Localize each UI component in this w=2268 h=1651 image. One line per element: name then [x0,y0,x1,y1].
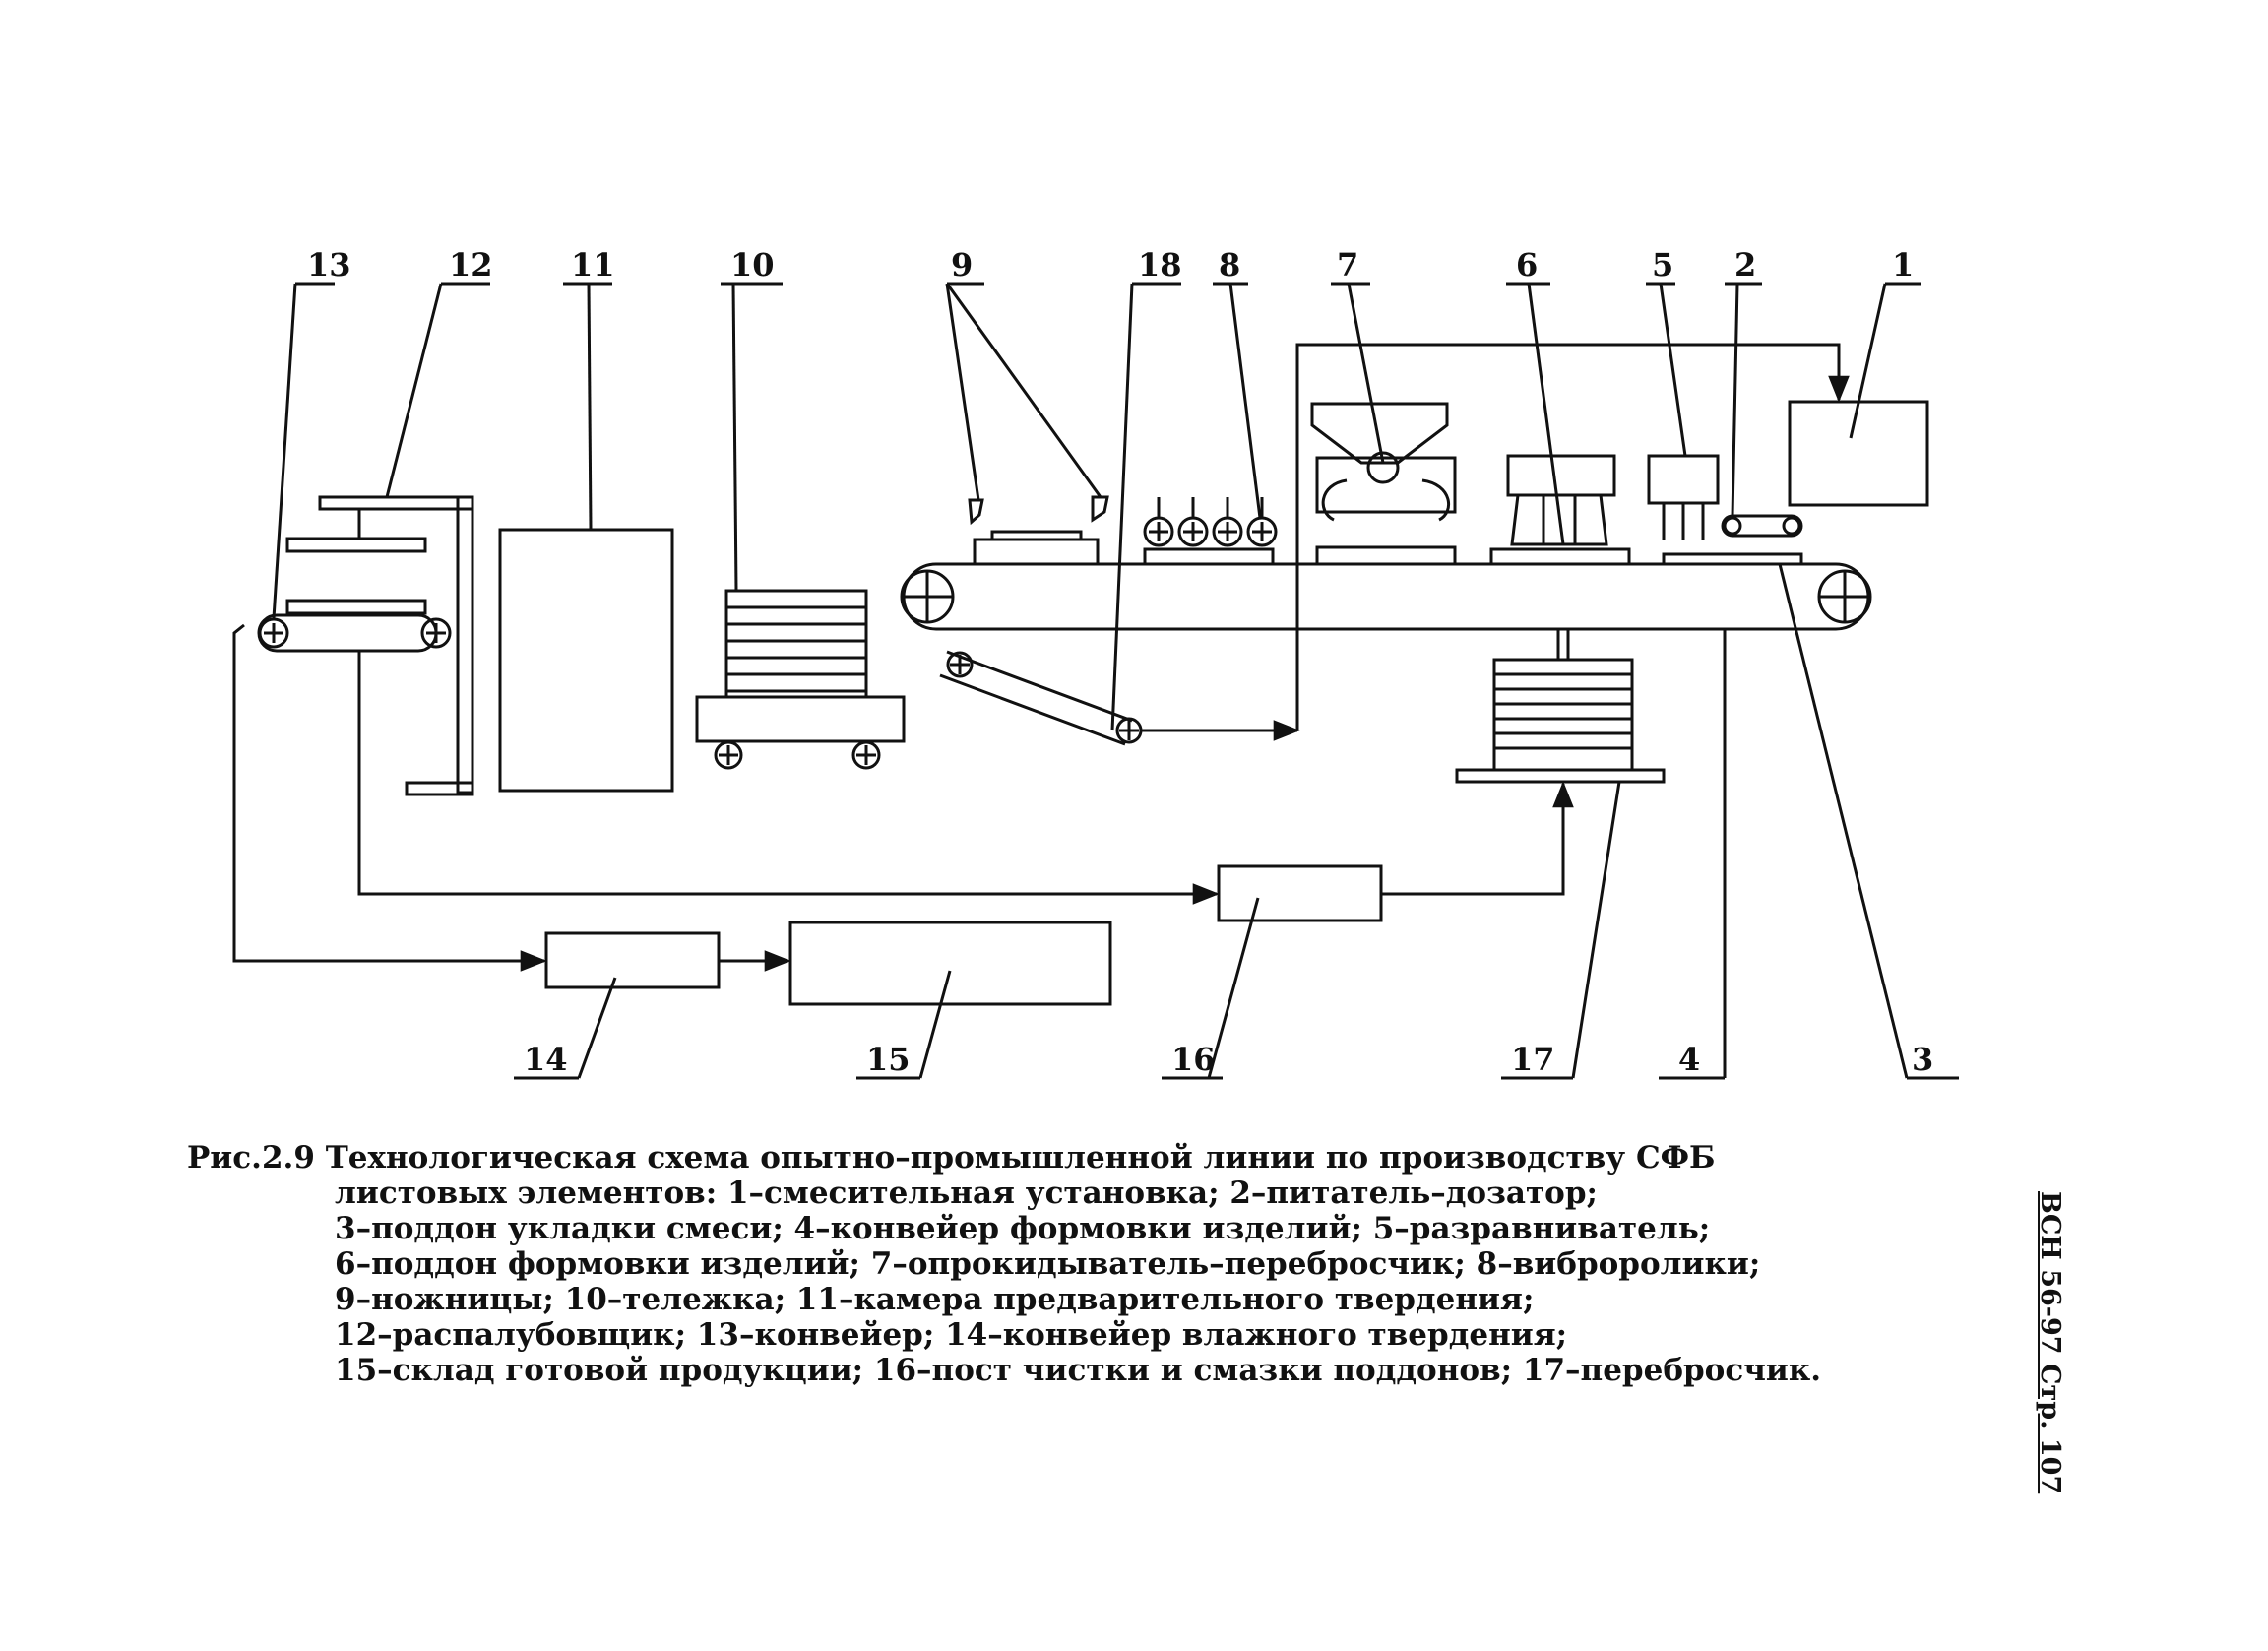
label-7: 7 [1337,246,1358,284]
flow-line-13-16 [357,651,1220,905]
label-14: 14 [524,1041,568,1078]
tipper-7 [1310,402,1457,522]
trolley-10 [695,589,906,770]
caption-line: листовых элементов: 1–смесительная устан… [335,1175,1598,1211]
label-4: 4 [1678,1041,1700,1078]
label-18: 18 [1138,246,1182,284]
pallet-7 [1315,545,1457,566]
mixer-1 [1788,400,1929,507]
pallet-3 [1662,552,1803,566]
conveyor-13 [257,613,452,653]
leveler-5 [1647,454,1720,540]
label-10: 10 [730,246,775,284]
feeder-doser-2 [1721,514,1803,538]
label-8: 8 [1219,246,1240,284]
pallet-6 [1489,547,1631,566]
label-13: 13 [307,246,351,284]
label-12: 12 [449,246,493,284]
label-9: 9 [951,246,973,284]
label-16: 16 [1171,1041,1216,1078]
label-2: 2 [1734,246,1756,284]
label-17: 17 [1511,1041,1555,1078]
label-1: 1 [1892,246,1914,284]
demoulder-12 [285,495,474,796]
label-3: 3 [1912,1041,1933,1078]
shears-9 [968,495,1109,526]
caption-line: 12–распалубовщик; 13–конвейер; 14–конвей… [335,1317,1568,1353]
pallet-cleaning-post-16 [1217,864,1383,922]
pallet-9 [973,538,1100,566]
label-15: 15 [866,1041,911,1078]
inclined-conveyor-18 [939,650,1143,746]
flow-line-13-14 [232,623,547,972]
pre-curing-chamber-11 [498,528,674,793]
figure-caption: Рис.2.9 Технологическая схема опытно–про… [187,1140,2008,1388]
diagram-labels: 13 12 11 10 9 18 8 7 6 5 2 1 14 15 16 17… [307,246,1933,1078]
label-6: 6 [1516,246,1538,284]
forming-station-6 [1506,454,1616,546]
caption-line: 3–поддон укладки смеси; 4–конвейер формо… [335,1211,1711,1246]
vibrorollers-8 [1143,497,1278,547]
finished-goods-warehouse-15 [788,921,1112,1006]
page-reference: ВСН 56-97 Стр. 107 [2035,1191,2065,1494]
transferer-17 [1455,629,1666,784]
caption-title: Рис.2.9 Технологическая схема опытно–про… [187,1140,1716,1175]
label-5: 5 [1652,246,1673,284]
humid-curing-conveyor-14 [544,931,721,989]
caption-line: 15–склад готовой продукции; 16–пост чист… [335,1353,1822,1388]
flow-line-16-17 [1381,781,1574,896]
caption-line: 6–поддон формовки изделий; 7–опрокидыват… [335,1246,1761,1282]
forming-conveyor-4 [900,562,1872,631]
process-diagram: 13 12 11 10 9 18 8 7 6 5 2 1 14 15 16 17… [232,246,1959,1080]
pallet-8 [1143,547,1275,566]
caption-line: 9–ножницы; 10–тележка; 11–камера предвар… [335,1282,1535,1317]
label-11: 11 [571,246,615,284]
